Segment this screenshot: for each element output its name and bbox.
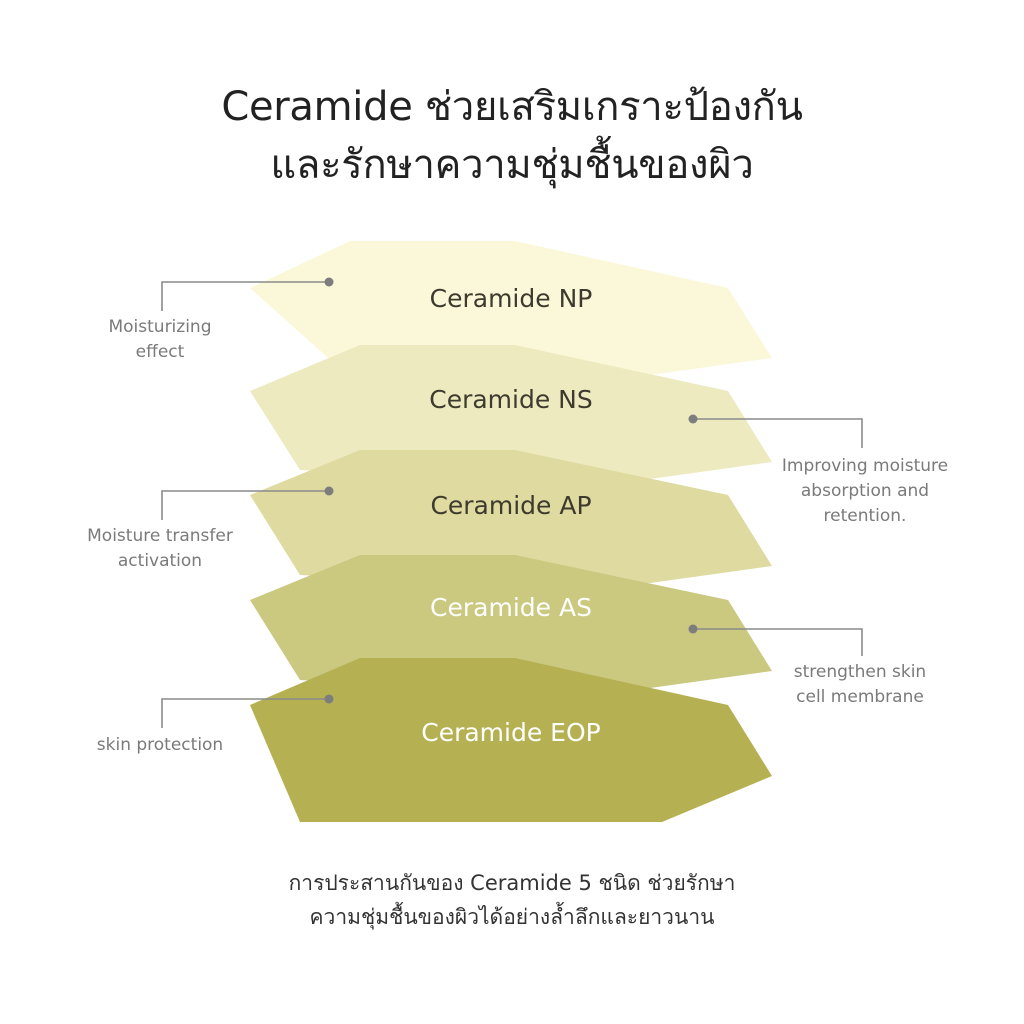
callout-protection: skin protection — [70, 733, 250, 758]
connector-transfer — [161, 486, 334, 520]
connector-strengthen — [688, 624, 863, 656]
layer-eop-shape — [250, 658, 772, 822]
callout-line: strengthen skin — [793, 662, 927, 682]
connector-improving — [688, 414, 863, 448]
connector-protection — [161, 694, 334, 728]
layer-as-label: Ceramide AS — [430, 593, 592, 622]
footer-caption: การประสานกันของ Ceramide 5 ชนิด ช่วยรักษ… — [0, 866, 1024, 934]
title-line-1: Ceramide ช่วยเสริมเกราะป้องกัน — [221, 84, 803, 130]
layer-ap-label: Ceramide AP — [430, 491, 591, 520]
connector-dot — [324, 694, 334, 704]
connector-moisturizing — [161, 277, 334, 311]
callout-line: Moisture transfer — [87, 526, 233, 546]
connector-dot — [324, 277, 334, 287]
callout-line: absorption and — [800, 481, 930, 501]
callout-line: activation — [117, 551, 203, 571]
callout-line: cell membrane — [796, 687, 924, 707]
callout-transfer: Moisture transfer activation — [70, 524, 250, 574]
callout-strengthen: strengthen skin cell membrane — [770, 660, 950, 710]
page-title: Ceramide ช่วยเสริมเกราะป้องกัน และรักษาค… — [0, 78, 1024, 194]
callout-line: Improving moisture — [781, 456, 949, 476]
footer-line-1: การประสานกันของ Ceramide 5 ชนิด ช่วยรักษ… — [288, 871, 736, 895]
connector-line — [693, 418, 863, 448]
callout-line: retention. — [823, 506, 907, 526]
layer-ns-label: Ceramide NS — [429, 385, 593, 414]
layer-ceramide-eop: Ceramide EOP — [250, 658, 772, 822]
connector-line — [161, 490, 329, 520]
title-line-2: และรักษาความชุ่มชื้นของผิว — [270, 142, 754, 188]
callout-moisturizing: Moisturizing effect — [80, 315, 240, 365]
connector-dot — [688, 414, 698, 424]
connector-dot — [324, 486, 334, 496]
connector-line — [161, 698, 329, 728]
callout-line: Moisturizing — [108, 317, 212, 337]
layer-np-label: Ceramide NP — [430, 284, 593, 313]
callout-line: effect — [135, 342, 185, 362]
callout-line: skin protection — [96, 735, 224, 755]
connector-line — [693, 628, 863, 656]
callout-improving: Improving moisture absorption and retent… — [760, 454, 970, 529]
layer-eop-label: Ceramide EOP — [421, 718, 600, 747]
connector-dot — [688, 624, 698, 634]
footer-line-2: ความชุ่มชื้นของผิวได้อย่างล้ำลึกและยาวนา… — [309, 905, 715, 929]
connector-line — [161, 281, 329, 311]
